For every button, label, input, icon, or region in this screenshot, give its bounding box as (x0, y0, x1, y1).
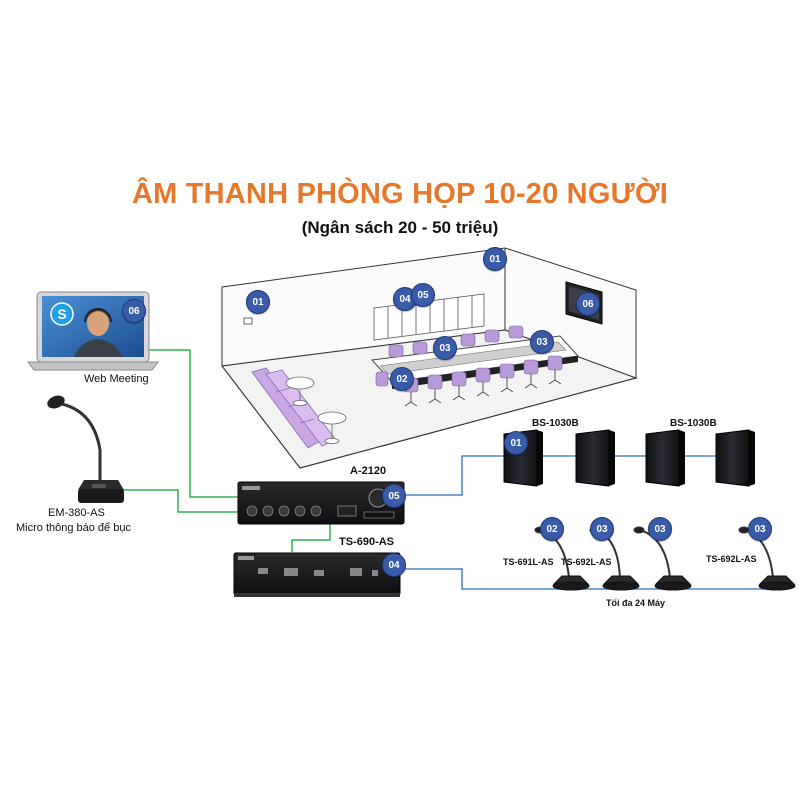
label-max-units: Tối đa 24 Máy (606, 598, 666, 608)
badge-03-table-right: 03 (530, 330, 554, 354)
delegate-mics (534, 526, 796, 591)
speaker-group (503, 429, 755, 487)
gooseneck-mic-icon (47, 395, 124, 503)
label-ts691: TS-691L-AS (503, 557, 554, 567)
label-ts692-1: TS-692L-AS (561, 557, 612, 567)
amplifier-a2120 (237, 481, 405, 525)
label-a2120: A-2120 (350, 465, 387, 477)
badge-02-mic: 02 (540, 517, 564, 541)
label-ts692-2: TS-692L-AS (706, 554, 757, 564)
wall-device (243, 317, 253, 325)
badge-04-ts690: 04 (382, 553, 406, 577)
label-bs1030b-1: BS-1030B (532, 418, 579, 429)
chairs-back-row (388, 325, 524, 358)
label-web-meeting: Web Meeting (84, 373, 149, 385)
badge-03-mic-3: 03 (748, 517, 772, 541)
speaker-icon (645, 429, 685, 487)
badge-01-room-left: 01 (246, 290, 270, 314)
laptop-icon (27, 291, 159, 371)
badge-06-laptop: 06 (122, 299, 146, 323)
side-tables (285, 376, 347, 444)
badge-06-tv: 06 (576, 292, 600, 316)
badge-05-amp: 05 (382, 484, 406, 508)
badge-01-room-right: 01 (483, 247, 507, 271)
speaker-icon (715, 429, 755, 487)
svg-text:S: S (57, 306, 66, 322)
badge-05-cabinet: 05 (411, 283, 435, 307)
central-unit-ts690 (233, 552, 401, 597)
badge-01-speaker: 01 (504, 431, 528, 455)
line-mic-to-amp (122, 489, 238, 513)
badge-02-table: 02 (390, 367, 414, 391)
speaker-icon (575, 429, 615, 487)
label-ts690: TS-690-AS (339, 536, 395, 548)
page-subtitle: (Ngân sách 20 - 50 triệu) (301, 218, 499, 237)
label-micro-desc: Micro thông báo để bục (16, 522, 131, 534)
page-title: ÂM THANH PHÒNG HỌP 10-20 NGƯỜI (131, 178, 669, 210)
label-em380: EM-380-AS (48, 507, 105, 519)
mic-ts692-2 (633, 526, 692, 591)
badge-03-table-left: 03 (433, 336, 457, 360)
line-amp-to-ts690 (291, 522, 331, 552)
badge-03-mic-1: 03 (590, 517, 614, 541)
skype-icon: S (50, 302, 74, 326)
line-amp-to-speakers (404, 455, 506, 496)
badge-03-mic-2: 03 (648, 517, 672, 541)
label-bs1030b-2: BS-1030B (670, 418, 717, 429)
